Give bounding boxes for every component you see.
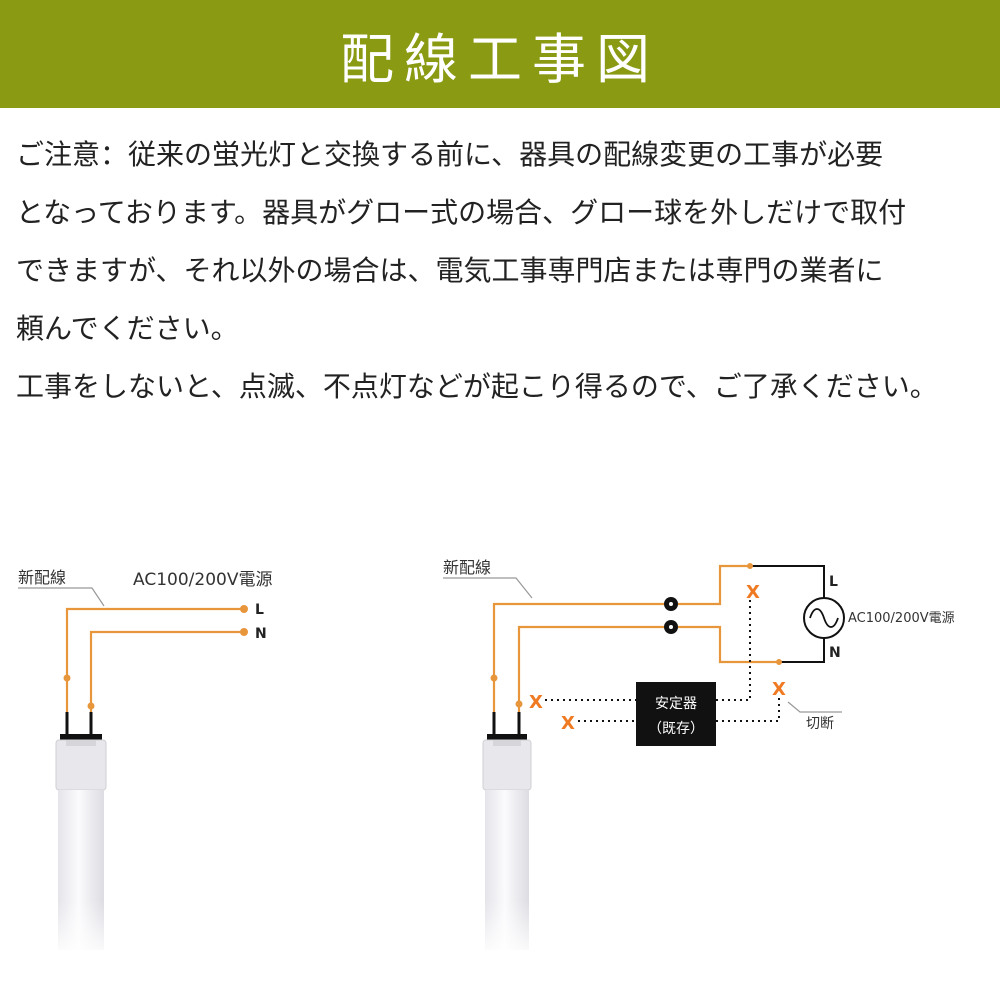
terminal-l-label: L (829, 574, 838, 590)
notice-line-1: ご注意：従来の蛍光灯と交換する前に、器具の配線変更の工事が必要 (16, 138, 884, 171)
cut-mark-icon: X (529, 692, 543, 713)
power-label: AC100/200V電源 (133, 570, 272, 590)
diagram-right: 新配線 L N AC100/200V電源 安定器 （既存） (443, 558, 955, 950)
lamp-base (482, 739, 532, 791)
wire-n (517, 625, 664, 712)
notice-line-5: 工事をしないと、点滅、不点灯などが起こり得るので、ご了承ください。 (16, 370, 938, 403)
new-wiring-label: 新配線 (443, 558, 491, 577)
wire-node (776, 659, 782, 665)
lamp-socket-plate (487, 734, 527, 740)
cut-leader (787, 701, 842, 713)
cut-mark-icon: X (746, 582, 760, 603)
notice-text: ご注意：従来の蛍光灯と交換する前に、器具の配線変更の工事が必要 となっております… (16, 126, 984, 416)
notice-line-2: となっております。器具がグロー式の場合、グロー球を外しだけで取付 (16, 196, 907, 229)
terminal-n-label: N (829, 645, 841, 661)
cut-label: 切断 (806, 716, 834, 732)
lamp-socket-plate (60, 734, 102, 740)
lamp-base (55, 739, 107, 791)
wire-n-to-source (678, 625, 779, 664)
ballast-sublabel: （既存） (648, 721, 704, 737)
source-wire-n (779, 636, 825, 663)
notice-line-3: できますが、それ以外の場合は、電気工事専門店または専門の業者に (16, 254, 884, 287)
new-wiring-label: 新配線 (18, 568, 66, 587)
cut-mark-icon: X (772, 679, 786, 700)
terminal-l-label: L (255, 602, 264, 618)
label-leader (443, 577, 533, 599)
label-leader (18, 587, 105, 607)
wire-node (490, 674, 498, 682)
wire-node (747, 563, 753, 569)
wire-l (65, 607, 244, 712)
wire-node (87, 702, 95, 710)
wire-l-to-source (678, 564, 750, 606)
cut-wire (716, 598, 751, 701)
cut-mark-icon: X (561, 713, 575, 734)
terminal-n-dot (240, 628, 248, 636)
ballast-box (636, 682, 716, 746)
terminal-n-label: N (255, 626, 267, 642)
power-label: AC100/200V電源 (848, 611, 955, 626)
page-title: 配線工事図 (340, 27, 660, 91)
terminal-l-dot (240, 605, 248, 613)
header-bar: 配線工事図 (0, 0, 1000, 108)
wire-node (515, 700, 523, 708)
cut-wire (716, 694, 780, 722)
wire-n (89, 630, 244, 712)
wire-node (63, 674, 71, 682)
ballast-label: 安定器 (655, 696, 697, 712)
lamp-base-clip (493, 740, 521, 746)
diagram-left: 新配線 AC100/200V電源 L N (18, 568, 272, 950)
notice-line-4: 頼んでください。 (16, 312, 239, 345)
lamp-base-clip (66, 740, 96, 746)
source-wire-l (750, 565, 825, 600)
